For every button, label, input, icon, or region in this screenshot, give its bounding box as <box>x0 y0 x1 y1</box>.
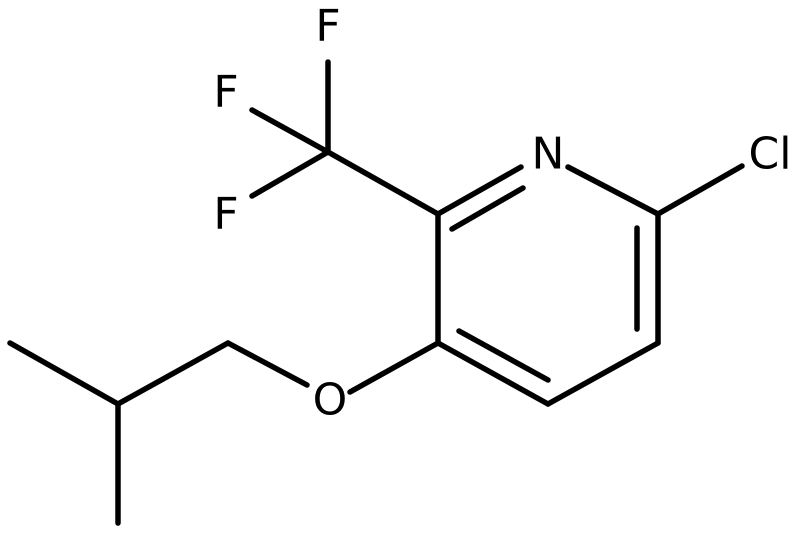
atom-n: N <box>532 129 565 180</box>
atom-f-bottom: F <box>213 189 238 240</box>
bond-ch-me1 <box>7 340 121 407</box>
bond-c5-c4 <box>545 340 661 407</box>
atom-o: O <box>313 375 348 426</box>
bond-c2-n1 <box>435 164 524 217</box>
bond-c4-c3 <box>435 340 551 407</box>
bond-ch2-ch <box>115 340 231 407</box>
bond-n1-c6 <box>565 164 661 217</box>
bond-cf3-f-left <box>249 107 331 155</box>
atom-f-top: F <box>315 1 340 52</box>
atom-f-left: F <box>213 67 238 118</box>
atom-cl: Cl <box>749 129 792 180</box>
bond-c4-c3-double <box>456 328 551 383</box>
bond-c3-o <box>347 340 441 395</box>
bond-c6-cl <box>655 163 745 217</box>
bond-o-ch2 <box>225 340 310 388</box>
bond-c2-n1-double <box>449 185 526 232</box>
bond-cf3-f-bottom <box>249 149 331 199</box>
bond-c2-cf3 <box>325 149 441 217</box>
